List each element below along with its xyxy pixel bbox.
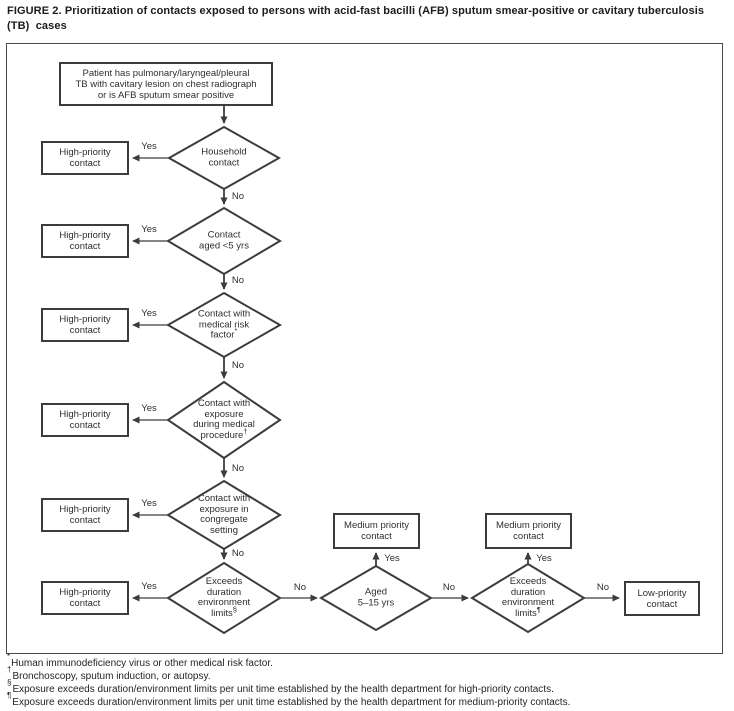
decision-duration-high-shape	[166, 561, 282, 635]
decision-duration-medium-shape	[470, 562, 586, 634]
decision-duration-high: Exceeds duration environment limits§	[197, 576, 251, 619]
label-no-medical-risk: No	[231, 360, 245, 371]
footnote-procedure: †Bronchoscopy, sputum induction, or auto…	[7, 666, 731, 683]
footnote-medical-risk: *Human immunodeficiency virus or other m…	[7, 653, 731, 670]
outcome-medium-priority-2: Medium priority contact	[485, 513, 572, 549]
outcome-low-priority: Low-priority contact	[624, 581, 700, 616]
label-yes-medical-risk: Yes	[141, 308, 157, 319]
label-no-household: No	[231, 191, 245, 202]
decision-age-5-15-shape	[319, 564, 433, 632]
outcome-high-priority-2: High-priority contact	[41, 224, 129, 258]
decision-medical-procedure: Contact with exposure during medical pro…	[193, 398, 255, 441]
outcome-high-priority-6: High-priority contact	[41, 581, 129, 615]
label-yes-age-5-15: Yes	[384, 553, 400, 564]
label-no-age-5-15: No	[442, 582, 456, 593]
label-yes-age-under5: Yes	[141, 224, 157, 235]
label-no-age-under5: No	[231, 275, 245, 286]
label-no-congregate: No	[231, 548, 245, 559]
outcome-high-priority-3: High-priority contact	[41, 308, 129, 342]
footnote-section-symbol: §	[7, 678, 12, 687]
footnote-asterisk-symbol: *	[7, 652, 11, 661]
footnote-dagger-text: Bronchoscopy, sputum induction, or autop…	[12, 671, 211, 682]
label-yes-congregate: Yes	[141, 498, 157, 509]
flowchart-frame: Patient has pulmonary/laryngeal/pleural …	[6, 43, 723, 654]
footnote-dagger-symbol: †	[7, 665, 12, 674]
outcome-high-priority-5: High-priority contact	[41, 498, 129, 532]
decision-age-under5: Contact aged <5 yrs	[199, 229, 249, 251]
outcome-medium-priority-1: Medium priority contact	[333, 513, 420, 549]
footnote-pilcrow-symbol: ¶	[7, 691, 12, 700]
label-no-medical-procedure: No	[231, 463, 245, 474]
footnote-section-text: Exposure exceeds duration/environment li…	[12, 684, 554, 695]
decision-household: Household contact	[201, 146, 247, 168]
footnote-duration-medium: ¶Exposure exceeds duration/environment l…	[7, 692, 731, 709]
label-no-duration-high: No	[293, 582, 307, 593]
decision-age-5-15: Aged 5–15 yrs	[357, 586, 395, 608]
label-yes-duration-medium: Yes	[536, 553, 552, 564]
start-node: Patient has pulmonary/laryngeal/pleural …	[59, 62, 273, 106]
label-yes-duration-high: Yes	[141, 581, 157, 592]
label-yes-household: Yes	[141, 141, 157, 152]
decision-duration-medium: Exceeds duration environment limits¶	[501, 576, 555, 619]
connector-svg	[132, 106, 620, 635]
label-no-duration-medium: No	[596, 582, 610, 593]
figure-title: FIGURE 2. Prioritization of contacts exp…	[7, 5, 705, 32]
decision-congregate: Contact with exposure in congregate sett…	[197, 493, 251, 536]
footnote-duration-high: §Exposure exceeds duration/environment l…	[7, 679, 731, 696]
label-yes-medical-procedure: Yes	[141, 403, 157, 414]
decision-medical-risk: Contact with medical risk factor*	[197, 308, 251, 341]
footnote-pilcrow-text: Exposure exceeds duration/environment li…	[12, 697, 571, 708]
footnote-asterisk-text: Human immunodeficiency virus or other me…	[11, 658, 273, 669]
outcome-high-priority-4: High-priority contact	[41, 403, 129, 437]
footnotes: *Human immunodeficiency virus or other m…	[7, 653, 731, 709]
outcome-high-priority-1: High-priority contact	[41, 141, 129, 175]
